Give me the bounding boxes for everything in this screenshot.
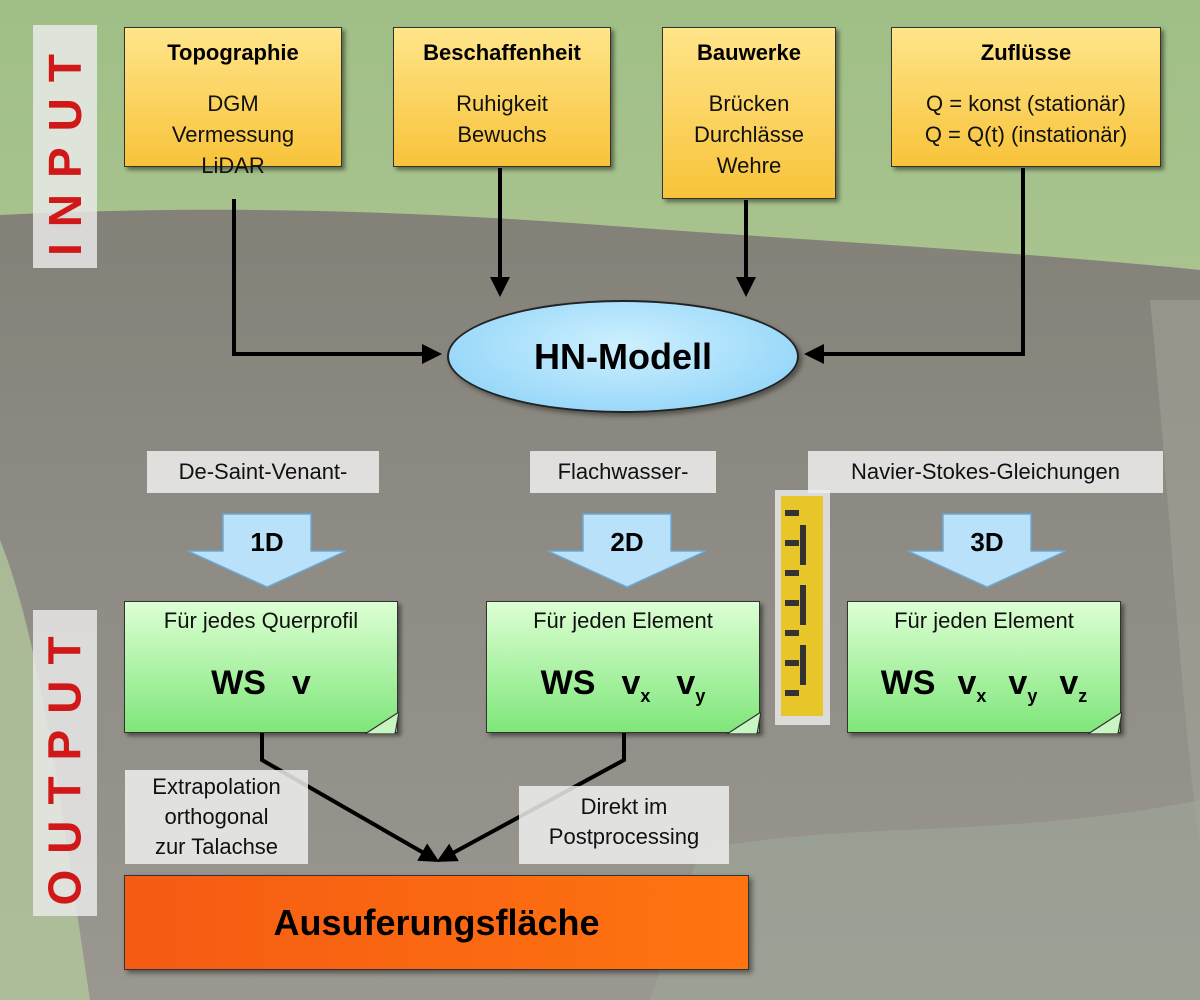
dim-label: 2D: [610, 527, 644, 557]
model-label: HN-Modell: [534, 335, 712, 377]
input-line: Ruhigkeit: [456, 91, 548, 116]
output-section-label: OUTPUT: [33, 610, 97, 916]
variable-vz: vz: [1059, 664, 1088, 706]
variable-vx: vx: [957, 664, 987, 706]
input-title: Zuflüsse: [980, 40, 1072, 65]
input-title: Bauwerke: [697, 40, 801, 65]
input-line: DGM: [207, 91, 259, 116]
input-box-zufluesse: Zuflüsse Q = konst (stationär) Q = Q(t) …: [891, 27, 1161, 167]
input-box-beschaffenheit: Beschaffenheit Ruhigkeit Bewuchs: [393, 27, 611, 167]
output-variables: WS vx vy vz: [848, 664, 1120, 707]
output-header: Für jeden Element: [894, 608, 1074, 633]
equation-label-navier-stokes: Navier-Stokes-Gleichungen: [808, 451, 1163, 493]
input-line: Vermessung: [171, 122, 295, 147]
input-line: Brücken: [708, 91, 790, 116]
input-line: Q = Q(t) (instationär): [924, 122, 1128, 147]
input-box-bauwerke: Bauwerke Brücken Durchlässe Wehre: [662, 27, 836, 199]
page-fold-icon: [1088, 712, 1122, 734]
equation-label-flachwasser: Flachwasser-: [530, 451, 716, 493]
input-title: Topographie: [167, 40, 299, 65]
output-header: Für jedes Querprofil: [163, 608, 359, 633]
note-postprocessing: Direkt im Postprocessing: [519, 786, 729, 864]
input-section-label: INPUT: [33, 25, 97, 268]
input-line: Q = konst (stationär): [926, 91, 1126, 116]
output-box-3d: Für jeden Element WS vx vy vz: [847, 601, 1122, 734]
dim-label: 1D: [250, 527, 284, 557]
variable-vy: vy: [1008, 664, 1038, 706]
variable-vx: vx: [621, 664, 651, 706]
variable-ws: WS: [540, 664, 596, 702]
dim-arrow-2d: 2D: [547, 513, 707, 588]
variable-v: v: [291, 664, 311, 702]
dim-arrow-3d: 3D: [907, 513, 1067, 588]
input-title: Beschaffenheit: [423, 40, 581, 65]
dim-label: 3D: [970, 527, 1004, 557]
input-line: Bewuchs: [457, 122, 547, 147]
output-header: Für jeden Element: [533, 608, 713, 633]
output-variables: WS vx vy: [487, 664, 759, 707]
input-line: Durchlässe: [693, 122, 805, 147]
input-line: Wehre: [716, 153, 782, 178]
input-line: LiDAR: [201, 153, 265, 178]
equation-label-saint-venant: De-Saint-Venant-: [147, 451, 379, 493]
result-ausuferungsflaeche: Ausuferungsfläche: [124, 875, 749, 970]
hn-model-ellipse: HN-Modell: [447, 300, 799, 413]
page-fold-icon: [365, 712, 399, 734]
output-box-1d: Für jedes Querprofil WS v: [124, 601, 399, 734]
dim-arrow-1d: 1D: [187, 513, 347, 588]
note-extrapolation: Extrapolation orthogonal zur Talachse: [125, 770, 308, 864]
result-label: Ausuferungsfläche: [273, 901, 600, 943]
variable-vy: vy: [676, 664, 706, 706]
variable-ws: WS: [880, 664, 936, 702]
input-box-topographie: Topographie DGM Vermessung LiDAR: [124, 27, 342, 178]
output-box-2d: Für jeden Element WS vx vy: [486, 601, 761, 734]
output-variables: WS v: [125, 664, 397, 703]
page-fold-icon: [727, 712, 761, 734]
variable-ws: WS: [211, 664, 266, 702]
